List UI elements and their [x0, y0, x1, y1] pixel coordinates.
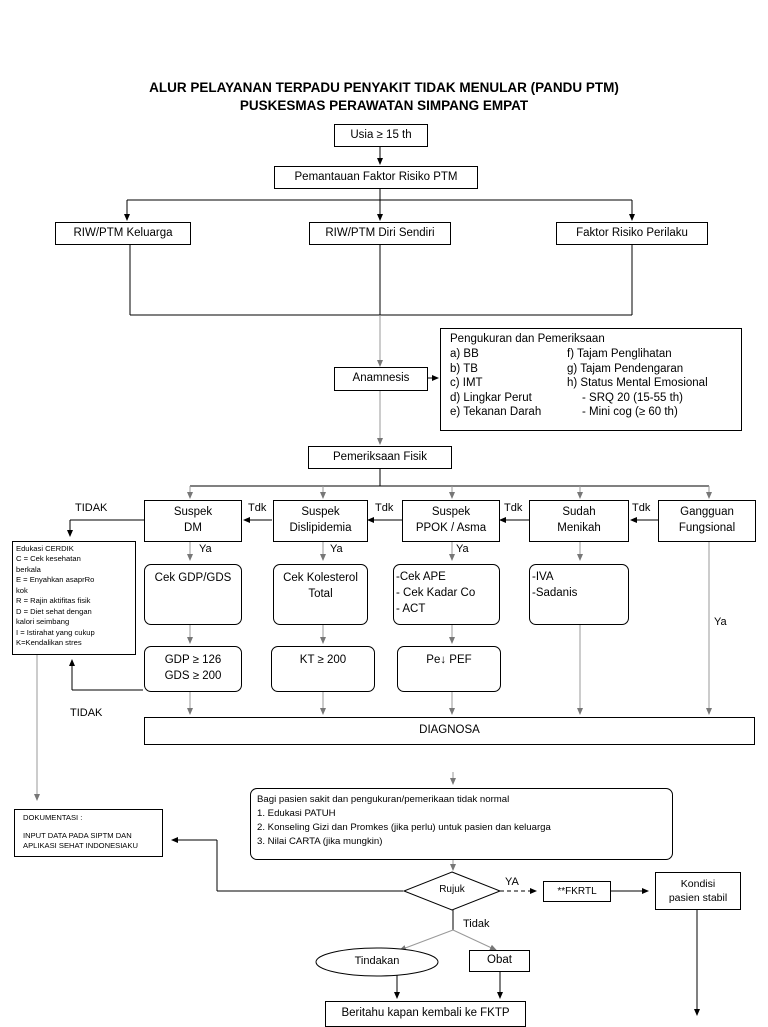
- gdp-result-line: GDS ≥ 200: [164, 670, 222, 682]
- pengukuran-item: g) Tajam Pendengaran: [567, 362, 684, 375]
- suspek-ppok-line: PPOK / Asma: [415, 522, 487, 534]
- bagi-pasien-line: 1. Edukasi PATUH: [257, 808, 336, 819]
- riw-diri-box: RIW/PTM Diri Sendiri: [309, 222, 451, 245]
- anamnesis-box: Anamnesis: [334, 367, 428, 391]
- kt-result-box: KT ≥ 200: [271, 646, 375, 692]
- gangguan-fungsional-line: Fungsional: [678, 522, 736, 534]
- edukasi-cerdik-box: Edukasi CERDIK C = Cek kesehatan berkala…: [12, 541, 136, 655]
- pengukuran-box: Pengukuran dan Pemeriksaan a) BB b) TB c…: [440, 328, 742, 431]
- cek-ppok-line: -Cek APE: [396, 571, 446, 583]
- bagi-pasien-line: 3. Nilai CARTA (jika mungkin): [257, 836, 383, 847]
- suspek-dm-box: Suspek DM: [144, 500, 242, 542]
- sudah-menikah-line: Menikah: [557, 522, 601, 534]
- bagi-pasien-line: Bagi pasien sakit dan pengukuran/pemerik…: [257, 794, 510, 805]
- dokumentasi-title: DOKUMENTASI :: [23, 813, 83, 822]
- diagram-title: ALUR PELAYANAN TERPADU PENYAKIT TIDAK ME…: [149, 80, 619, 95]
- tdk-label: Tdk: [632, 502, 651, 514]
- edukasi-line: D = Diet sehat dengan: [16, 606, 92, 616]
- tidak-label: TIDAK: [70, 707, 103, 719]
- edukasi-line: berkala: [16, 564, 41, 574]
- tdk-label: Tdk: [504, 502, 523, 514]
- pengukuran-item: - SRQ 20 (15-55 th): [582, 391, 683, 404]
- kondisi-box: Kondisi pasien stabil: [655, 872, 741, 910]
- tdk-label: Tdk: [248, 502, 267, 514]
- ya-label: Ya: [199, 543, 212, 555]
- pemantauan-box: Pemantauan Faktor Risiko PTM: [274, 166, 478, 189]
- edukasi-line: kok: [16, 585, 28, 595]
- suspek-ppok-box: Suspek PPOK / Asma: [402, 500, 500, 542]
- cek-iva-line: -IVA: [532, 571, 554, 583]
- gdp-result-line: GDP ≥ 126: [164, 654, 222, 667]
- gdp-result-box: GDP ≥ 126 GDS ≥ 200: [144, 646, 242, 692]
- edukasi-line: R = Rajin aktifitas fisik: [16, 596, 91, 606]
- obat-box: Obat: [469, 950, 530, 972]
- pengukuran-item: c) IMT: [450, 377, 483, 390]
- tindakan-ellipse: [315, 947, 439, 977]
- sudah-menikah-line: Sudah: [562, 506, 596, 519]
- faktor-perilaku-box: Faktor Risiko Perilaku: [556, 222, 708, 245]
- suspek-ppok-line: Suspek: [431, 506, 471, 519]
- cek-ppok-box: -Cek APE - Cek Kadar Co - ACT: [393, 564, 500, 625]
- kondisi-line: pasien stabil: [668, 892, 728, 904]
- diagram-subtitle: PUSKESMAS PERAWATAN SIMPANG EMPAT: [239, 98, 529, 113]
- tidak-label: TIDAK: [75, 502, 108, 514]
- ya-label: Ya: [456, 543, 469, 555]
- gangguan-fungsional-box: Gangguan Fungsional: [658, 500, 756, 542]
- riw-keluarga-box: RIW/PTM Keluarga: [55, 222, 191, 245]
- suspek-dislipidemia-line: Suspek: [301, 506, 340, 519]
- kondisi-line: Kondisi: [680, 877, 716, 890]
- bagi-pasien-line: 2. Konseling Gizi dan Promkes (jika perl…: [257, 822, 551, 833]
- edukasi-line: kalori seimbang: [16, 617, 70, 627]
- dokumentasi-line: INPUT DATA PADA SIPTM DAN: [23, 831, 132, 840]
- pengukuran-item: b) TB: [450, 362, 478, 375]
- sudah-menikah-box: Sudah Menikah: [529, 500, 629, 542]
- pengukuran-item: - Mini cog (≥ 60 th): [582, 406, 678, 419]
- dokumentasi-box: DOKUMENTASI : INPUT DATA PADA SIPTM DAN …: [14, 809, 163, 857]
- suspek-dislipidemia-line: Dislipidemia: [289, 522, 352, 534]
- cek-gdp-box: Cek GDP/GDS: [144, 564, 242, 625]
- pengukuran-item: f) Tajam Penglihatan: [567, 348, 672, 360]
- cek-kolesterol-box: Cek Kolesterol Total: [273, 564, 368, 625]
- edukasi-line: I = Istirahat yang cukup: [16, 627, 95, 637]
- gangguan-fungsional-line: Gangguan: [680, 506, 734, 519]
- suspek-dm-line: Suspek: [173, 506, 213, 519]
- rujuk-diamond: [402, 871, 502, 911]
- pengukuran-item: a) BB: [450, 348, 479, 360]
- beritahu-box: Beritahu kapan kembali ke FKTP: [325, 1001, 526, 1027]
- pengukuran-item: h) Status Mental Emosional: [567, 377, 708, 390]
- tindakan-label: Tindakan: [354, 955, 400, 967]
- ya-label: YA: [505, 876, 519, 888]
- cek-iva-box: -IVA -Sadanis: [529, 564, 629, 625]
- ya-label: Ya: [330, 543, 343, 555]
- pengukuran-item: e) Tekanan Darah: [450, 406, 542, 419]
- cek-ppok-line: - ACT: [396, 603, 426, 615]
- edukasi-line: K=Kendalikan stres: [16, 638, 82, 648]
- fkrtl-box: **FKRTL: [543, 881, 611, 902]
- pemeriksaan-fisik-box: Pemeriksaan Fisik: [308, 446, 452, 469]
- tdk-label: Tdk: [375, 502, 394, 514]
- cek-kolesterol-line: Total: [308, 587, 333, 600]
- suspek-dm-line: DM: [184, 522, 202, 534]
- pengukuran-title: Pengukuran dan Pemeriksaan: [450, 333, 605, 345]
- bagi-pasien-box: Bagi pasien sakit dan pengukuran/pemerik…: [250, 788, 673, 860]
- cek-iva-line: -Sadanis: [532, 587, 578, 599]
- pengukuran-item: d) Lingkar Perut: [450, 391, 532, 404]
- pef-result-box: Pe↓ PEF: [397, 646, 501, 692]
- tidak-label: Tidak: [463, 918, 490, 930]
- edukasi-line: C = Cek kesehatan: [16, 554, 81, 564]
- cek-ppok-line: - Cek Kadar Co: [396, 587, 476, 599]
- usia-box: Usia ≥ 15 th: [334, 124, 428, 147]
- diagnosa-box: DIAGNOSA: [144, 717, 755, 745]
- edukasi-line: Edukasi CERDIK: [16, 544, 74, 553]
- ya-label: Ya: [714, 616, 727, 628]
- suspek-dislipidemia-box: Suspek Dislipidemia: [273, 500, 368, 542]
- cek-kolesterol-line: Cek Kolesterol: [283, 572, 358, 584]
- rujuk-label: Rujuk: [439, 884, 465, 895]
- edukasi-line: E = Enyahkan asaprRo: [16, 575, 95, 585]
- dokumentasi-line: APLIKASI SEHAT INDONESIAKU: [23, 841, 138, 850]
